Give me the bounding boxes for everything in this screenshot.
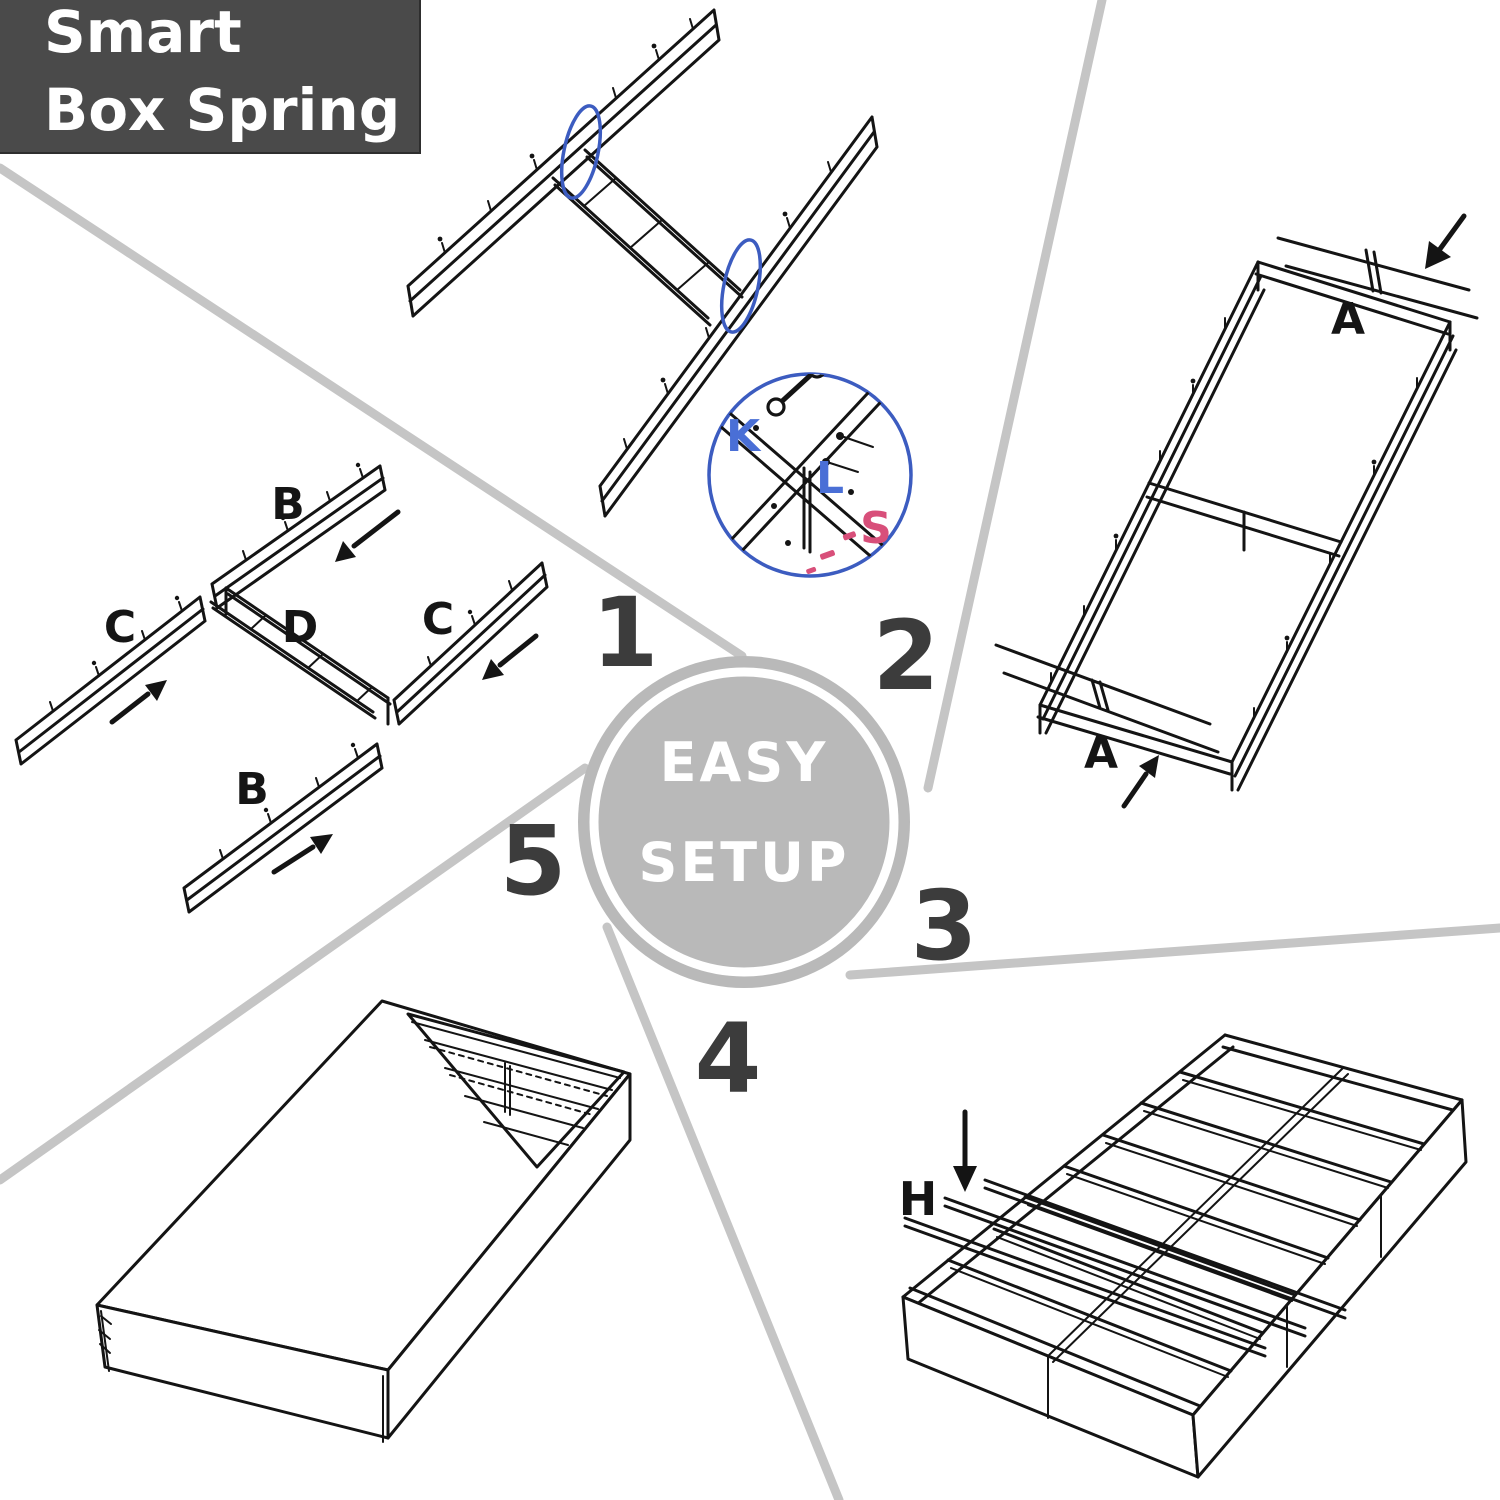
part-label-c-right: C [422, 594, 454, 645]
setup-text: SETUP [638, 831, 849, 894]
part-label-c-left: C [104, 602, 136, 653]
step4-covered-box-drawing [95, 999, 632, 1443]
part-label-d: D [282, 602, 319, 653]
step-numbers: 1 2 3 4 5 [500, 577, 978, 1115]
loose-h-slats [903, 1178, 1347, 1358]
wrench-icon [766, 374, 827, 417]
arrow-h-down [953, 1109, 977, 1192]
easy-text: EASY [660, 731, 829, 794]
joint-highlight-ellipse-right [719, 238, 763, 334]
cover-fold-opening [406, 1012, 626, 1169]
rail-a-top [1276, 236, 1479, 320]
part-label-a-top: A [1331, 294, 1365, 345]
joint-highlight-ellipse-left [559, 104, 603, 200]
step3-slats-drawing: H [899, 1033, 1468, 1479]
arrow-a-bottom [1121, 755, 1159, 809]
arrow-c-right [482, 633, 539, 680]
part-label-h: H [899, 1172, 938, 1226]
part-label-a-bottom: A [1084, 728, 1118, 779]
bolt-screw-icons [822, 432, 874, 473]
part-label-l: L [816, 453, 844, 504]
part-label-s: S [860, 503, 892, 554]
rail-a-bottom [994, 643, 1220, 754]
badge-title-line1: Smart [44, 0, 242, 66]
step-number-1: 1 [592, 577, 659, 689]
step-number-5: 5 [500, 805, 567, 917]
arrow-a-top [1425, 213, 1467, 269]
arrow-b-top [335, 509, 401, 562]
detail-magnifier-circle: K L S [707, 372, 913, 578]
step2-frame-drawing: A A [994, 213, 1479, 809]
badge-title-line2: Box Spring [44, 76, 400, 144]
step-number-4: 4 [695, 1003, 762, 1115]
part-label-k: K [726, 411, 762, 462]
part-label-b-bottom: B [235, 764, 269, 815]
part-label-b-top: B [271, 479, 305, 530]
step5-parts-drawing: B C D C B [14, 462, 549, 914]
step-number-2: 2 [873, 600, 940, 712]
step-number-3: 3 [911, 870, 978, 982]
arrow-c-left [109, 680, 167, 725]
easy-setup-circle: EASY SETUP [578, 656, 910, 988]
step1-frame-drawing [406, 8, 879, 518]
title-badge: Smart Box Spring [0, 0, 421, 154]
small-screw-icons-pink [806, 531, 857, 574]
arrow-b-bottom [271, 834, 333, 875]
